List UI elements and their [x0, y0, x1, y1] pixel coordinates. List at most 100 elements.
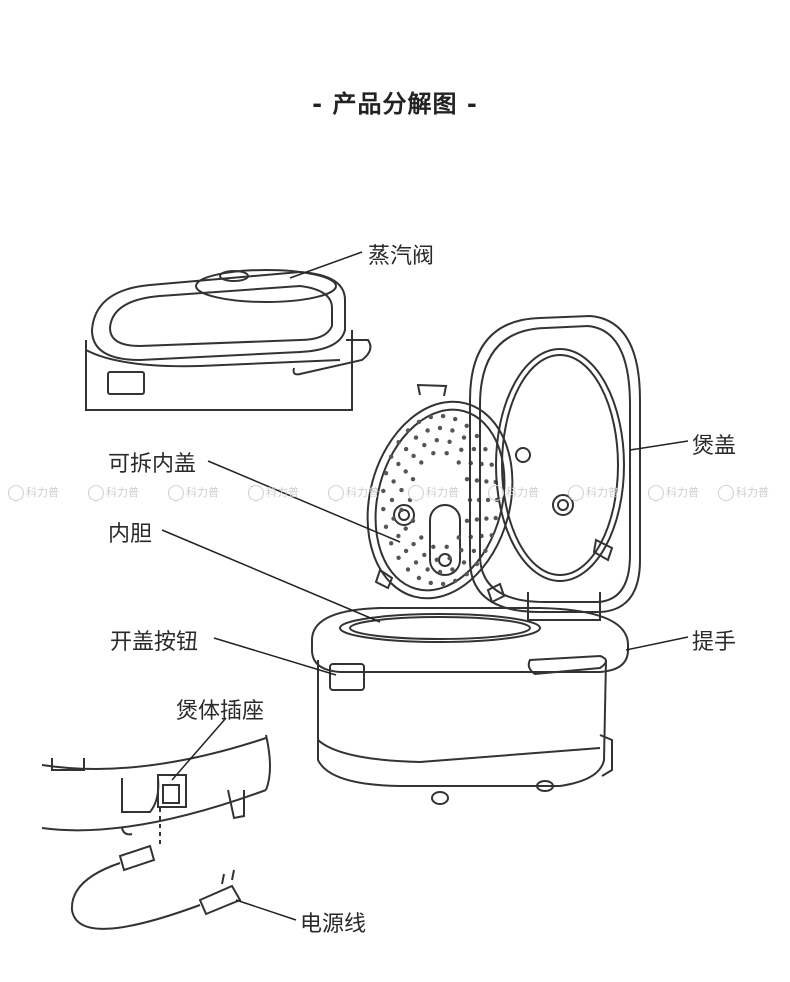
perforation-dot	[456, 460, 461, 465]
perforation-dot	[383, 524, 389, 529]
perforation-dot	[459, 548, 464, 553]
perforation-dot	[399, 507, 404, 513]
perforation-dot	[471, 446, 477, 452]
perforation-dot	[450, 428, 455, 433]
perforation-dot	[471, 548, 477, 554]
label-cooker-lid: 煲盖	[692, 434, 737, 459]
label-lid-open-button: 开盖按钮	[110, 630, 199, 655]
perforation-dot	[485, 497, 491, 503]
label-inner-pot: 内胆	[108, 522, 153, 547]
cooker-lid-illustration	[469, 314, 641, 621]
perforation-dot	[464, 572, 469, 577]
perforation-dot	[461, 435, 467, 440]
perforation-dot	[413, 560, 419, 565]
perforation-dot	[399, 487, 404, 493]
perforation-dot	[396, 440, 401, 445]
perforation-dot	[410, 518, 416, 523]
perforation-dot	[416, 419, 422, 425]
perforation-dot	[456, 535, 461, 540]
perforation-dot	[413, 435, 419, 440]
perforation-dot	[484, 479, 489, 484]
perforation-dot	[474, 517, 480, 522]
label-power-cord: 电源线	[300, 912, 367, 937]
perforation-dot	[403, 469, 408, 474]
watermark: 科力普	[8, 484, 59, 501]
page-title: - 产品分解图 -	[312, 90, 478, 118]
watermark: 科力普	[568, 484, 619, 501]
perforation-dot	[464, 423, 469, 428]
watermark: 科力普	[168, 484, 219, 501]
perforation-dot	[434, 438, 439, 443]
perforation-dot	[444, 451, 449, 456]
perforation-dot	[419, 535, 424, 540]
perforation-dot	[396, 461, 401, 467]
perforation-dot	[461, 560, 467, 565]
perforation-dot	[405, 428, 411, 433]
perforation-dot	[403, 526, 408, 531]
perforation-dot	[428, 414, 433, 420]
perforation-dot	[437, 569, 443, 575]
power-cord-illustration	[70, 844, 242, 930]
perforation-dot	[474, 433, 480, 439]
perforation-dot	[483, 447, 488, 452]
perforation-dot	[391, 516, 396, 521]
perforation-dot	[459, 447, 464, 452]
label-steam-valve: 蒸汽阀	[368, 244, 435, 269]
perforation-dot	[425, 428, 430, 433]
leader-lines	[161, 251, 689, 921]
perforation-dot	[464, 477, 470, 482]
perforation-dot	[440, 581, 446, 587]
perforation-dot	[474, 561, 480, 567]
perforation-dot	[381, 488, 386, 494]
perforation-dot	[434, 557, 439, 562]
perforation-dot	[410, 477, 416, 482]
perforation-dot	[389, 541, 394, 546]
perforation-dot	[389, 497, 395, 503]
perforation-dot	[453, 416, 458, 422]
perforation-dot	[489, 462, 494, 467]
perforation-dot	[450, 567, 455, 572]
label-body-socket: 煲体插座	[176, 699, 265, 724]
perforation-dot	[489, 533, 494, 538]
perforation-dot	[428, 580, 433, 586]
perforation-dot	[411, 541, 416, 547]
label-removable-inner-lid: 可拆内盖	[108, 452, 197, 477]
perforation-dot	[381, 506, 386, 512]
perforation-dot	[405, 567, 411, 572]
perforation-dot	[396, 555, 401, 560]
perforation-dot	[484, 516, 489, 521]
perforation-dot	[396, 533, 401, 539]
watermark: 科力普	[488, 484, 539, 501]
perforation-dot	[474, 478, 480, 483]
perforation-dot	[403, 548, 409, 554]
perforation-dot	[447, 439, 452, 444]
watermark: 科力普	[718, 484, 769, 501]
perforation-dot	[389, 454, 394, 459]
perforation-dot	[447, 556, 452, 561]
watermark: 科力普	[328, 484, 379, 501]
watermark: 科力普	[88, 484, 139, 501]
perforation-dot	[483, 548, 488, 553]
perforation-dot	[464, 518, 470, 523]
watermark: 科力普	[408, 484, 459, 501]
perforation-dot	[431, 451, 436, 456]
inner-lid-illustration	[366, 383, 514, 604]
perforation-dot	[403, 446, 409, 452]
perforation-dot	[444, 544, 449, 549]
watermark: 科力普	[248, 484, 299, 501]
perforation-dot	[453, 578, 458, 584]
perforation-dot	[422, 442, 427, 448]
perforation-dot	[440, 413, 446, 419]
cooker-body-illustration	[311, 607, 629, 805]
perforation-dot	[416, 575, 422, 581]
perforation-dot	[493, 515, 498, 521]
perforation-dot	[437, 425, 443, 431]
socket-detail-illustration	[41, 734, 271, 846]
perforation-dot	[431, 544, 436, 549]
closed-lid-illustration	[85, 269, 372, 411]
perforation-dot	[391, 479, 396, 484]
watermark: 科力普	[648, 484, 699, 501]
perforation-dot	[419, 460, 424, 465]
label-handle: 提手	[692, 630, 737, 655]
